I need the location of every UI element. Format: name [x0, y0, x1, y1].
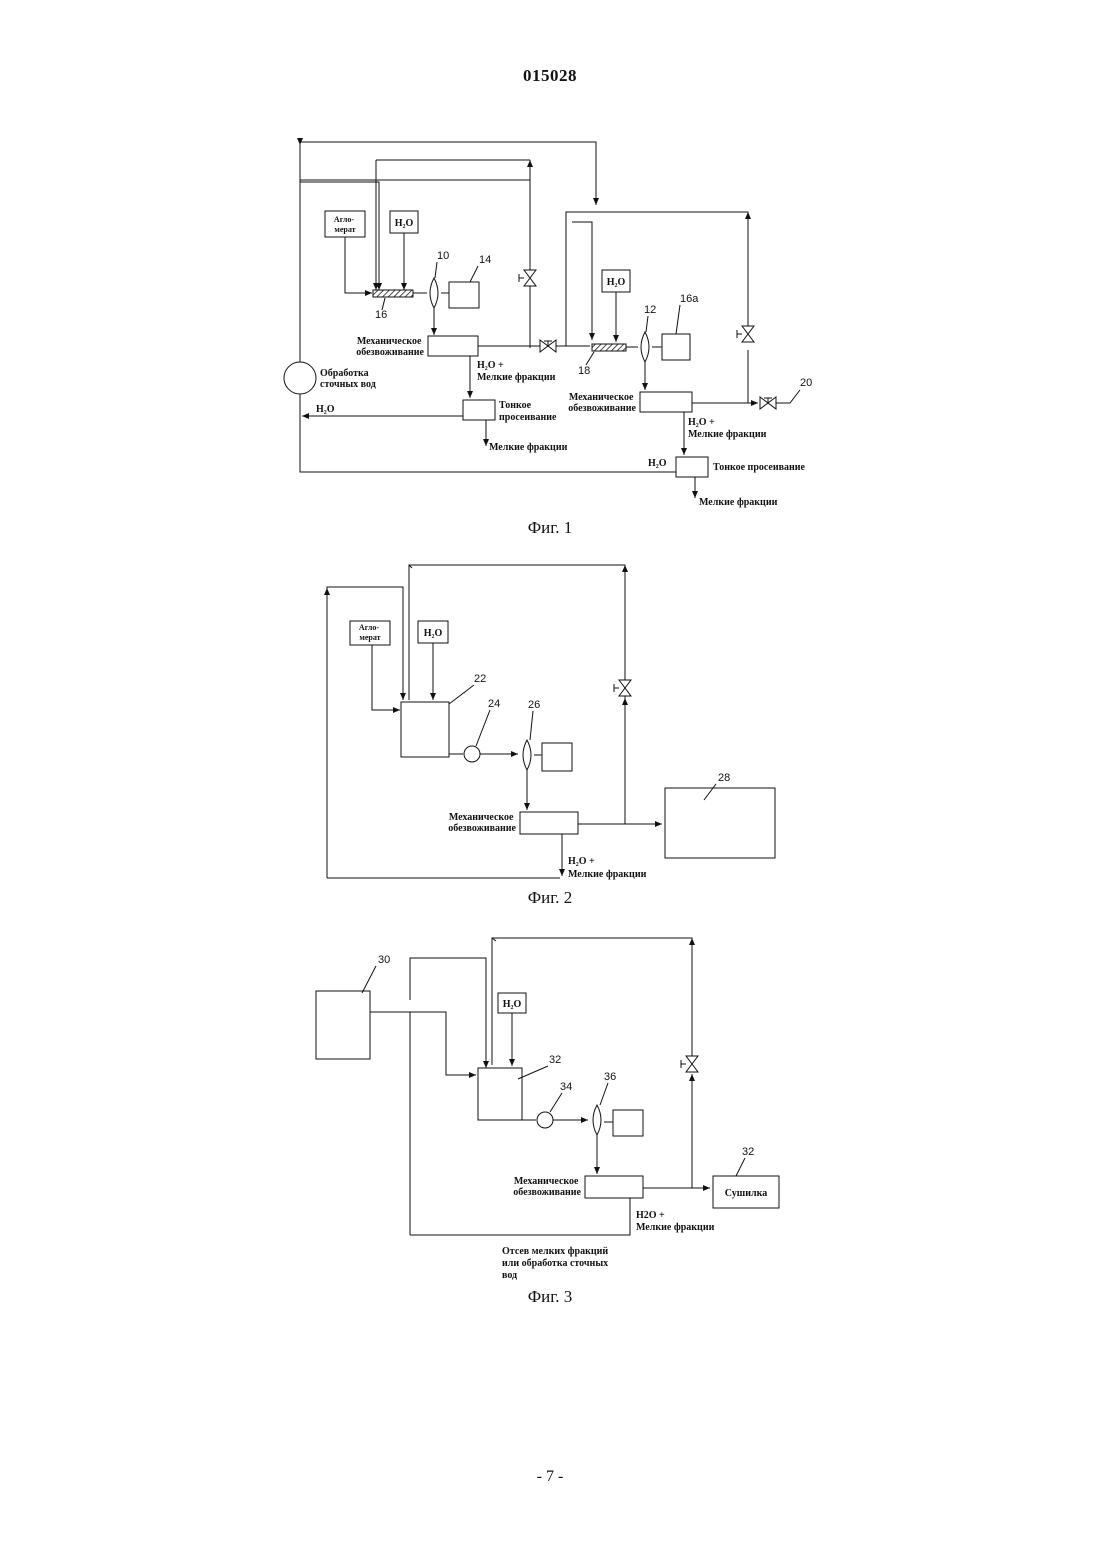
figure-3: 30 H₂O 32 34 36 Механическое обезвоживан… [0, 920, 1100, 1300]
label-14: 14 [479, 254, 491, 266]
label-12: 12 [644, 304, 656, 316]
fine-screening-box-1 [463, 400, 495, 420]
pump-34 [537, 1112, 553, 1128]
valve-2-top [742, 326, 754, 342]
h2o-plus-2: H₂O + [688, 417, 715, 428]
fines-1a: Мелкие фракции [477, 372, 556, 383]
valve-1-top [524, 270, 536, 286]
label-34: 34 [560, 1081, 572, 1093]
valve-fig3 [686, 1056, 698, 1072]
box-28 [665, 788, 775, 858]
mech-dewatering-box-fig2 [520, 812, 578, 834]
fines-fig2: Мелкие фракции [568, 869, 647, 880]
h2o-return-2: H₂O [648, 458, 667, 469]
wastewater-label: Обработка сточных вод [320, 368, 376, 390]
box-36-side [613, 1110, 643, 1136]
figure-2: Агло- мерат H₂O 22 24 26 Механическое об… [0, 540, 1100, 900]
mech-dewatering-label-fig2: Механическое обезвоживание [448, 812, 516, 834]
label-24: 24 [488, 698, 500, 710]
label-28: 28 [718, 772, 730, 784]
box-14 [449, 282, 479, 308]
fine-screening-label-2: Тонкое просеивание [713, 462, 806, 473]
mixer-16 [373, 290, 413, 297]
label-16: 16 [375, 309, 387, 321]
separator-10 [430, 278, 438, 308]
page-number: - 7 - [0, 1468, 1100, 1486]
pump-24 [464, 746, 480, 762]
h2o-plus-fig2: H₂O + [568, 856, 595, 867]
box-26-side [542, 743, 572, 771]
wastewater-treatment-circle [284, 362, 316, 394]
h2o-label-1: H₂O [395, 218, 414, 229]
label-22: 22 [474, 673, 486, 685]
separator-36 [593, 1105, 601, 1135]
agglomerate-label-1: Агло- мерат [334, 215, 356, 234]
mech-dewatering-box-fig3 [585, 1176, 643, 1198]
mech-dewatering-label-fig3: Механическое обезвоживание [513, 1176, 581, 1198]
mech-dewatering-box-1 [428, 336, 478, 356]
separator-26 [523, 740, 531, 770]
label-32b: 32 [742, 1146, 754, 1158]
h2o-label-fig3: H₂O [503, 999, 522, 1010]
h2o-label-2: H₂O [607, 277, 626, 288]
label-10: 10 [437, 250, 449, 262]
fine-screening-box-2 [676, 457, 708, 477]
fine-screening-label-1: Тонкое просеивание [499, 400, 557, 423]
label-16a: 16a [680, 293, 699, 305]
fines-2b: Мелкие фракции [699, 497, 778, 508]
label-20: 20 [800, 377, 812, 389]
box-16a [662, 334, 690, 360]
figure-1: Агло- мерат H₂O 16 10 14 Механическое об… [0, 0, 1100, 540]
h2o-label-fig2: H₂O [424, 628, 443, 639]
mech-dewatering-label-2: Механическое обезвоживание [568, 392, 636, 414]
box-22 [401, 702, 449, 757]
figure-2-caption: Фиг. 2 [0, 888, 1100, 908]
figure-1-caption: Фиг. 1 [0, 518, 1100, 538]
separator-12 [641, 332, 649, 362]
agglomerate-label-fig2: Агло- мерат [359, 623, 381, 642]
label-26: 26 [528, 699, 540, 711]
h2o-plus-fig3: H2O + [636, 1210, 665, 1221]
h2o-return-1: H₂O [316, 404, 335, 415]
fines-fig3: Мелкие фракции [636, 1222, 715, 1233]
mixer-18 [592, 344, 626, 351]
figure-3-caption: Фиг. 3 [0, 1287, 1100, 1307]
label-36: 36 [604, 1071, 616, 1083]
valve-fig2 [619, 680, 631, 696]
mech-dewatering-label-1: Механическое обезвоживание [356, 336, 424, 358]
label-30: 30 [378, 954, 390, 966]
label-32: 32 [549, 1054, 561, 1066]
box-30 [316, 991, 370, 1059]
label-18: 18 [578, 365, 590, 377]
screening-label: Отсев мелких фракций или обработка сточн… [502, 1246, 611, 1281]
box-32 [478, 1068, 522, 1120]
dryer-label: Сушилка [725, 1188, 767, 1199]
mech-dewatering-box-2 [640, 392, 692, 412]
h2o-plus-1: H₂O + [477, 360, 504, 371]
fines-2a: Мелкие фракции [688, 429, 767, 440]
fines-1b: Мелкие фракции [489, 442, 568, 453]
